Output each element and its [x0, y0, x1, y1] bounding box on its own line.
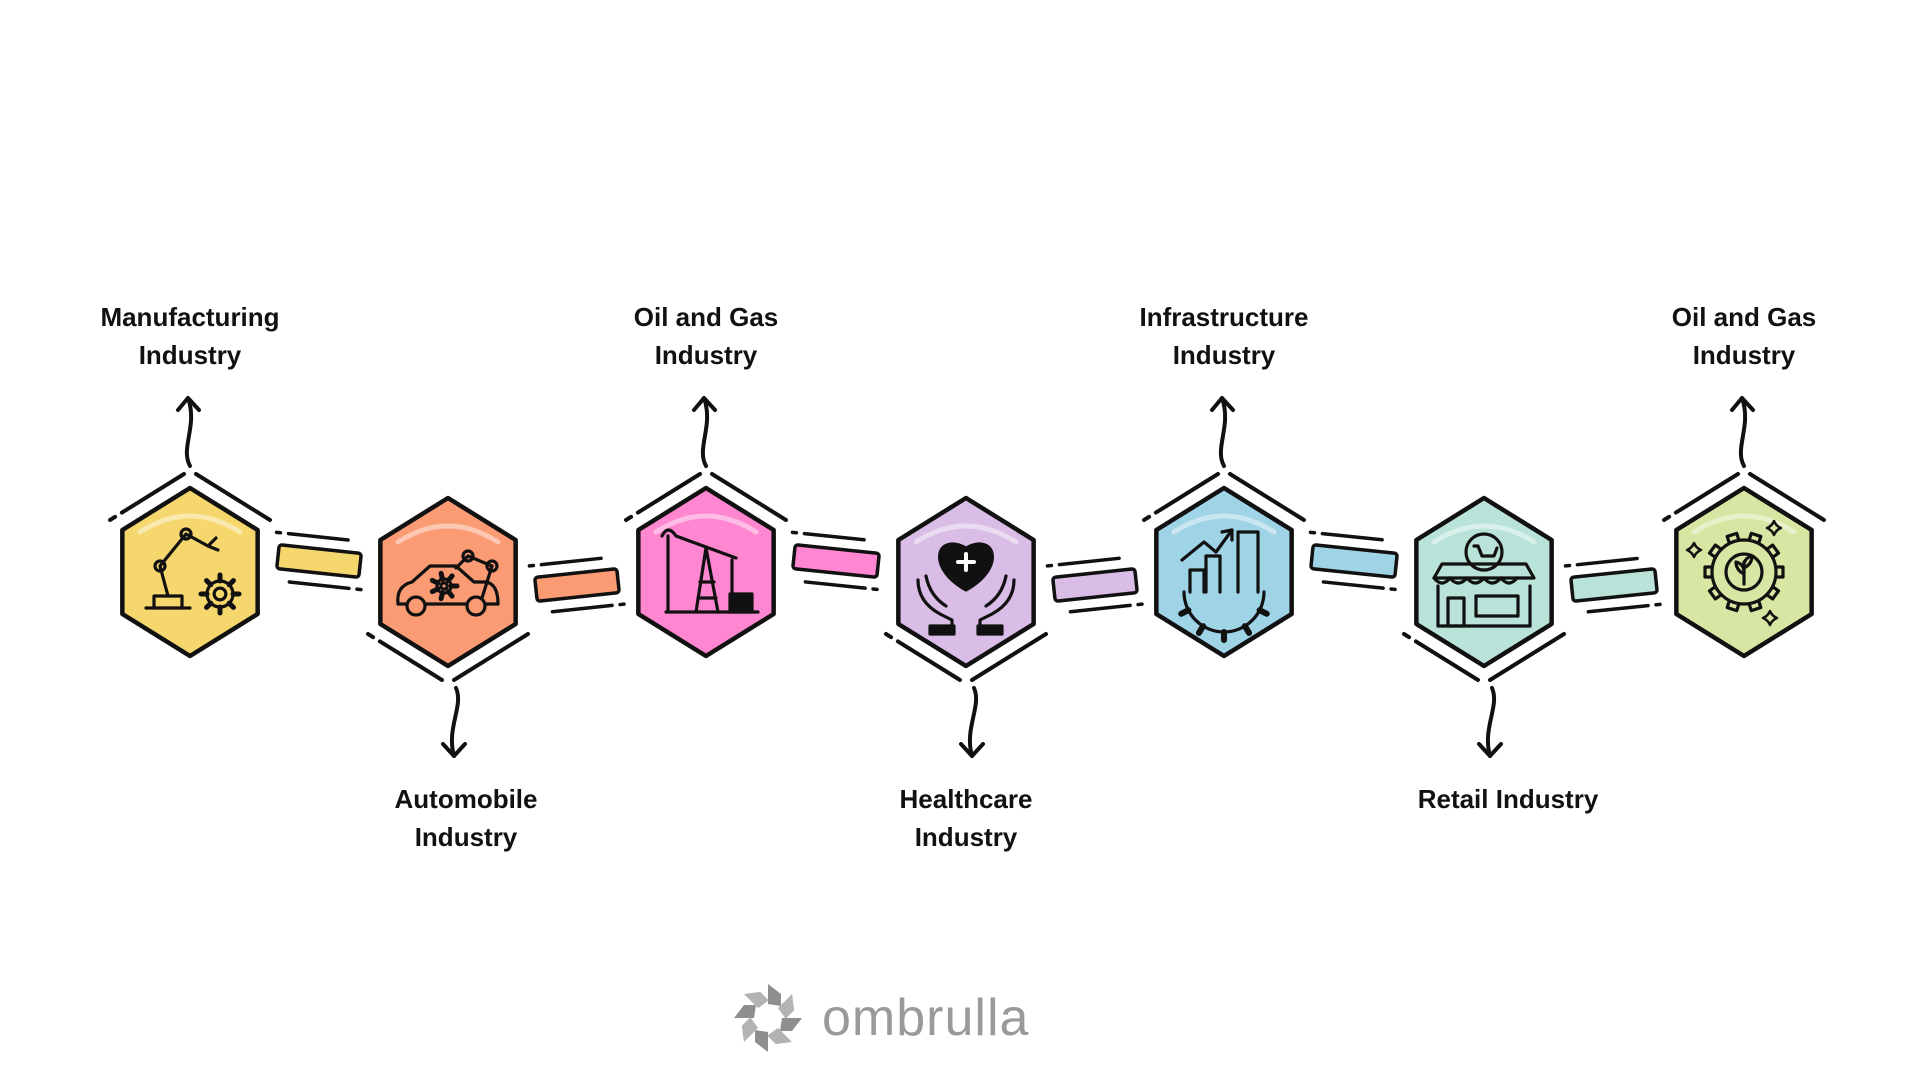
gear-leaf-icon	[1685, 519, 1785, 627]
label-oil-and-gas-industry: Oil and Gas Industry	[633, 302, 779, 370]
label-healthcare-industry: Healthcare Industry	[899, 784, 1033, 852]
connector-2	[527, 556, 627, 614]
oil-pumpjack-icon	[660, 528, 760, 614]
arrow-step-2	[441, 686, 467, 758]
arrow-step-7	[1730, 396, 1755, 468]
label-manufacturing-industry: Manufacturing Industry	[100, 302, 280, 370]
hexagon-step-5	[1142, 472, 1306, 659]
storefront-cart-icon	[1432, 532, 1536, 628]
connector-3	[790, 530, 882, 592]
label-automobile-industry: Automobile Industry	[394, 784, 538, 852]
connector-6	[1563, 556, 1665, 614]
connector-4	[1045, 556, 1145, 614]
label-infrastructure-industry: Infrastructure Industry	[1139, 302, 1309, 370]
arrow-step-4	[959, 686, 985, 758]
arrow-step-5	[1210, 396, 1235, 468]
heart-hands-icon	[916, 542, 1016, 636]
arrow-step-6	[1477, 686, 1503, 758]
robot-arm-gear-icon	[144, 527, 242, 616]
brand-name: ombrulla	[822, 989, 1030, 1047]
hexagon-step-3	[624, 472, 788, 659]
car-robot-arm-icon	[396, 549, 500, 617]
buildings-gear-icon	[1178, 528, 1270, 643]
arrow-step-1	[176, 396, 201, 468]
brand-logo: ombrulla	[732, 982, 1029, 1054]
ombrulla-logo-icon	[734, 984, 802, 1052]
connector-1	[274, 530, 364, 592]
hexagon-step-1	[108, 472, 272, 659]
arrow-step-3	[692, 396, 717, 468]
label-oil-and-gas-industry-2: Oil and Gas Industry	[1671, 302, 1817, 370]
hexagon-step-6	[1402, 495, 1566, 682]
connector-5	[1308, 530, 1400, 592]
label-retail-industry: Retail Industry	[1417, 784, 1599, 814]
